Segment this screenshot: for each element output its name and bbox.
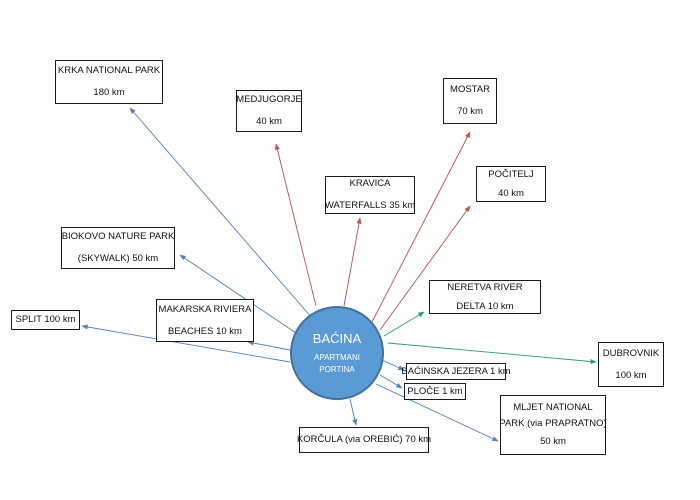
destination-kravica: KRAVICA WATERFALLS 35 km xyxy=(325,176,415,214)
destination-mostar-name: MOSTAR xyxy=(450,84,490,96)
destination-dubrovnik-name: DUBROVNIK xyxy=(602,347,660,359)
destination-neretva-distance: DELTA 10 km xyxy=(456,300,514,312)
destination-korcula-label: KORČULA (via OREBIĆ) 70 km xyxy=(296,434,432,446)
destination-neretva-name: NERETVA RIVER xyxy=(447,281,523,293)
arrow-to-mljet xyxy=(375,383,499,442)
destination-biokovo: BIOKOVO NATURE PARK (SKYWALK) 50 km xyxy=(61,227,175,269)
destination-makarska-distance: BEACHES 10 km xyxy=(168,325,242,337)
destination-mljet-name: MLJET NATIONAL xyxy=(513,402,593,414)
arrow-to-pocitelj xyxy=(379,205,471,331)
arrow-to-biokovo xyxy=(179,254,297,334)
arrow-to-medjugorje xyxy=(274,143,317,307)
destination-pocitelj: POČITELJ 40 km xyxy=(476,166,546,202)
arrow-to-krka xyxy=(129,107,313,319)
arrow-to-kravica xyxy=(343,217,362,307)
destination-krka: KRKA NATIONAL PARK 180 km xyxy=(55,60,163,104)
destination-ploce-label: PLOČE 1 km xyxy=(407,385,463,397)
destination-ploce: PLOČE 1 km xyxy=(404,383,466,400)
destination-makarska: MAKARSKA RIVIERA BEACHES 10 km xyxy=(156,299,254,342)
hub-circle: BAĆINA APARTMANI PORTINA xyxy=(290,306,384,400)
destination-mljet: MLJET NATIONAL PARK (via PRAPRATNO) 50 k… xyxy=(499,395,607,455)
arrow-to-ploce xyxy=(379,374,403,389)
hub-subtitle-line2: PORTINA xyxy=(319,364,355,374)
arrow-to-split xyxy=(81,324,291,363)
arrow-to-dubrovnik xyxy=(387,342,597,364)
destination-bacinska: BAĆINSKA JEZERA 1 km xyxy=(401,363,511,380)
destination-korcula: KORČULA (via OREBIĆ) 70 km xyxy=(296,427,432,453)
destination-krka-name: KRKA NATIONAL PARK xyxy=(57,65,161,77)
destination-bacinska-label: BAĆINSKA JEZERA 1 km xyxy=(401,365,511,377)
destination-neretva: NERETVA RIVER DELTA 10 km xyxy=(429,280,541,314)
destination-pocitelj-name: POČITELJ xyxy=(488,168,534,180)
arrow-to-bacinska xyxy=(381,359,405,371)
destination-split-label: SPLIT 100 km xyxy=(15,314,76,326)
destination-mostar: MOSTAR 70 km xyxy=(443,78,497,124)
arrow-to-korcula xyxy=(349,398,358,426)
destination-mljet-distance: 50 km xyxy=(540,435,566,447)
destination-kravica-name: KRAVICA xyxy=(349,178,391,190)
hub-title: BAĆINA xyxy=(312,331,362,347)
destination-mostar-distance: 70 km xyxy=(457,106,483,117)
destination-makarska-name: MAKARSKA RIVIERA xyxy=(158,303,252,315)
destination-pocitelj-distance: 40 km xyxy=(498,187,524,199)
destination-biokovo-name: BIOKOVO NATURE PARK xyxy=(61,231,175,243)
destination-medjugorje: MEDJUGORJE 40 km xyxy=(236,90,302,132)
arrow-to-mostar xyxy=(371,131,471,323)
destination-split: SPLIT 100 km xyxy=(11,310,80,330)
destination-dubrovnik: DUBROVNIK 100 km xyxy=(598,342,664,387)
destination-dubrovnik-distance: 100 km xyxy=(615,369,647,381)
destination-krka-distance: 180 km xyxy=(93,87,125,98)
destination-kravica-distance: WATERFALLS 35 km xyxy=(324,200,416,211)
hub-subtitle-line1: APARTMANI xyxy=(314,353,360,363)
arrow-to-makarska xyxy=(247,340,291,351)
destination-medjugorje-distance: 40 km xyxy=(256,116,282,127)
destination-mljet-via: PARK (via PRAPRATNO) xyxy=(499,418,607,430)
destination-biokovo-distance: (SKYWALK) 50 km xyxy=(77,253,159,264)
destination-medjugorje-name: MEDJUGORJE xyxy=(236,94,302,106)
arrow-to-neretva xyxy=(383,311,425,337)
